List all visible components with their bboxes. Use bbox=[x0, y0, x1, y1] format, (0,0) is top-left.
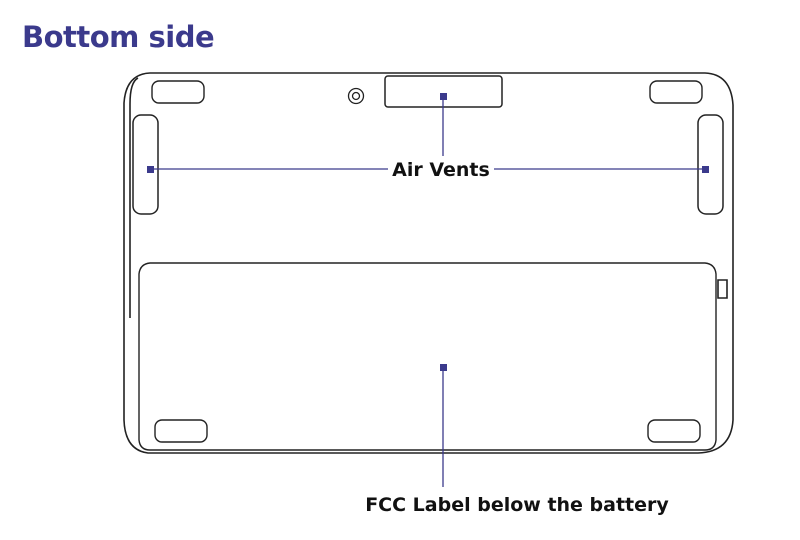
screw-icon bbox=[347, 87, 365, 105]
leader-lines bbox=[150, 96, 705, 487]
vent-right bbox=[697, 114, 724, 215]
foot-top-left bbox=[151, 80, 205, 104]
device-body bbox=[123, 72, 734, 454]
fcc-label-callout: FCC Label below the battery bbox=[365, 494, 669, 516]
battery-compartment bbox=[138, 262, 717, 451]
foot-bottom-right bbox=[647, 419, 701, 443]
foot-top-right bbox=[649, 80, 703, 104]
vent-left bbox=[132, 114, 159, 215]
callout-markers bbox=[147, 93, 709, 371]
marker-battery bbox=[440, 364, 447, 371]
foot-bottom-left bbox=[154, 419, 208, 443]
rubber-feet bbox=[151, 80, 703, 443]
device-right-edge-tab bbox=[717, 279, 728, 299]
air-vents bbox=[132, 75, 724, 215]
air-vents-label: Air Vents bbox=[392, 159, 490, 181]
device-outline bbox=[123, 72, 734, 454]
section-heading: Bottom side bbox=[22, 20, 215, 54]
air-vents-label-backdrop bbox=[388, 158, 494, 182]
marker-vent-right bbox=[702, 166, 709, 173]
marker-vent-top bbox=[440, 93, 447, 100]
device-inner-edge bbox=[129, 77, 139, 318]
marker-vent-left bbox=[147, 166, 154, 173]
